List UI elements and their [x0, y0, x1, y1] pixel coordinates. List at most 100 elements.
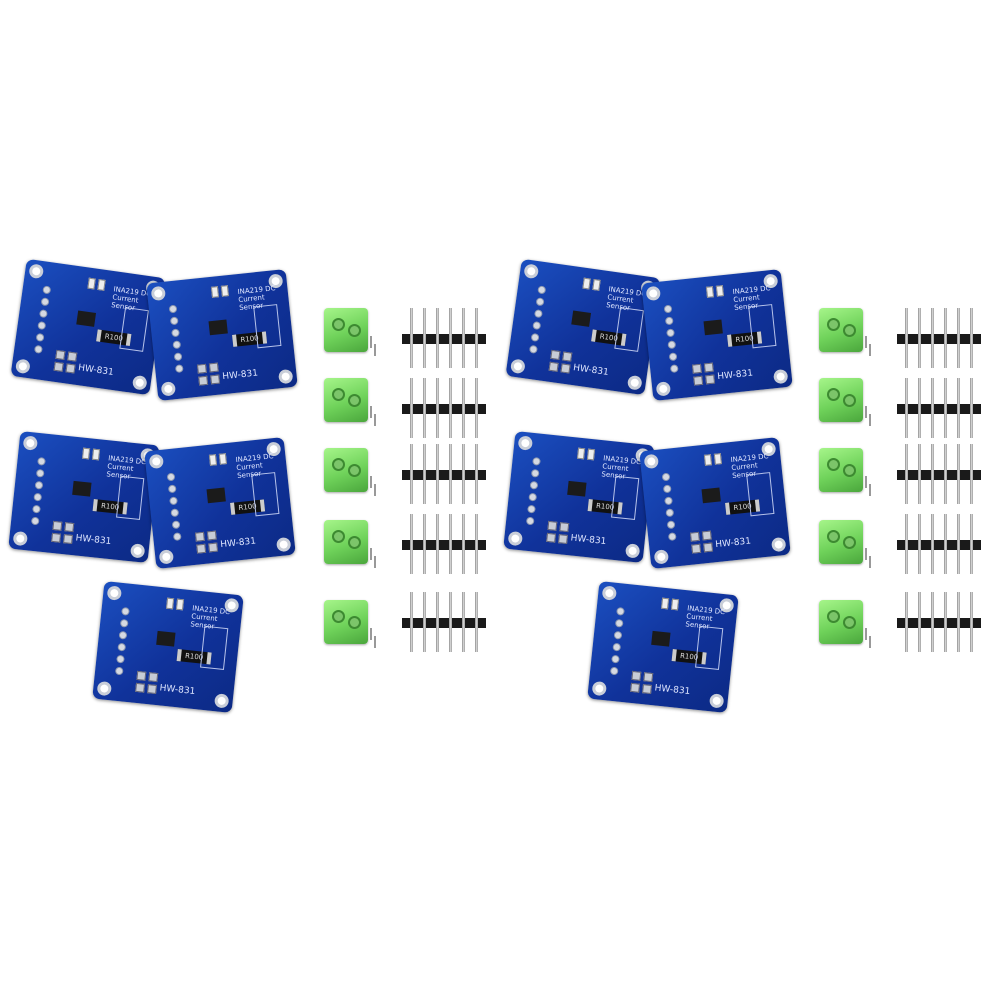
address-jumper [547, 520, 558, 531]
mounting-hole [131, 374, 148, 391]
pin-pad [35, 332, 45, 342]
address-jumper [701, 530, 712, 541]
terminal-screw [332, 388, 345, 401]
pin-pad [174, 364, 184, 374]
mounting-hole [523, 263, 540, 280]
terminal-pin [370, 336, 372, 348]
mounting-hole [773, 368, 789, 385]
header-pin [931, 444, 934, 504]
header-pin [957, 444, 960, 504]
pin-pad [121, 606, 130, 616]
model-label: HW-831 [159, 683, 196, 698]
pin-header [402, 514, 486, 574]
header-pin [944, 378, 947, 438]
model-label: HW-831 [219, 536, 257, 551]
address-jumper [548, 361, 559, 372]
terminal-pin [374, 344, 376, 356]
mounting-hole [150, 285, 166, 302]
pin-pad [114, 666, 124, 676]
smd-resistor [586, 448, 596, 461]
header-pin [436, 592, 439, 652]
header-bar [402, 404, 486, 414]
pin-pad [38, 309, 48, 319]
pin-pad [169, 316, 179, 326]
address-jumper [560, 363, 571, 374]
mounting-hole [708, 693, 725, 709]
pin-pad [37, 456, 46, 466]
chip-label: INA219 DC Current Sensor [235, 452, 274, 481]
mounting-hole [106, 585, 123, 601]
pin-pad [669, 364, 679, 374]
address-jumper [562, 351, 573, 362]
address-jumper [52, 520, 63, 531]
terminal-screw [843, 536, 856, 549]
address-jumper [196, 363, 207, 374]
pin-pad [40, 297, 50, 307]
terminal-pin [865, 628, 867, 640]
address-jumper [67, 351, 78, 362]
pin-pad [33, 492, 43, 502]
screw-terminal [320, 442, 378, 498]
smd-capacitor [705, 286, 715, 298]
header-pin [410, 308, 413, 368]
smd-capacitor [661, 597, 670, 610]
header-pin [410, 444, 413, 504]
terminal-body [324, 520, 368, 564]
terminal-body [324, 378, 368, 422]
pin-pad [532, 456, 541, 466]
terminal-pin [370, 628, 372, 640]
address-jumper [691, 543, 702, 554]
smd-resistor [97, 279, 106, 291]
terminal-screw [348, 536, 361, 549]
chip-label: INA219 DC Current Sensor [730, 452, 769, 481]
pin-pad [32, 504, 41, 514]
terminal-screw [827, 388, 840, 401]
ina219-chip [701, 487, 721, 504]
header-pin [944, 308, 947, 368]
terminal-screw [348, 324, 361, 337]
terminal-body [324, 308, 368, 352]
smd-capacitor [166, 597, 175, 610]
smd-capacitor [87, 277, 96, 290]
model-label: HW-831 [654, 683, 691, 698]
ina219-chip [208, 319, 228, 336]
ina219-chip [567, 480, 587, 497]
header-pin [918, 378, 921, 438]
terminal-footprint [116, 475, 145, 520]
model-label: HW-831 [572, 363, 610, 378]
mounting-hole [655, 381, 672, 397]
header-bar [402, 470, 486, 480]
smd-resistor [715, 285, 724, 297]
terminal-pin [869, 414, 871, 426]
chip-label: INA219 DC Current Sensor [190, 604, 231, 631]
header-pin [944, 514, 947, 574]
header-pin [449, 514, 452, 574]
smd-resistor [670, 598, 680, 611]
header-pin [931, 308, 934, 368]
smd-capacitor [582, 277, 591, 290]
address-jumper [55, 349, 66, 361]
header-pin [918, 592, 921, 652]
terminal-pin [374, 484, 376, 496]
terminal-screw [348, 616, 361, 629]
header-pin [462, 378, 465, 438]
address-jumper [208, 542, 219, 553]
screw-terminal [320, 302, 378, 358]
header-pin [918, 444, 921, 504]
header-pin [905, 592, 908, 652]
header-pin [944, 444, 947, 504]
header-bar [402, 618, 486, 628]
address-jumper [703, 362, 714, 373]
pin-pad [666, 328, 675, 338]
mounting-hole [129, 543, 146, 559]
address-jumper [148, 672, 159, 683]
pin-header [402, 378, 486, 438]
terminal-pin [370, 548, 372, 560]
terminal-pin [869, 556, 871, 568]
terminal-screw [348, 464, 361, 477]
header-pin [970, 592, 973, 652]
